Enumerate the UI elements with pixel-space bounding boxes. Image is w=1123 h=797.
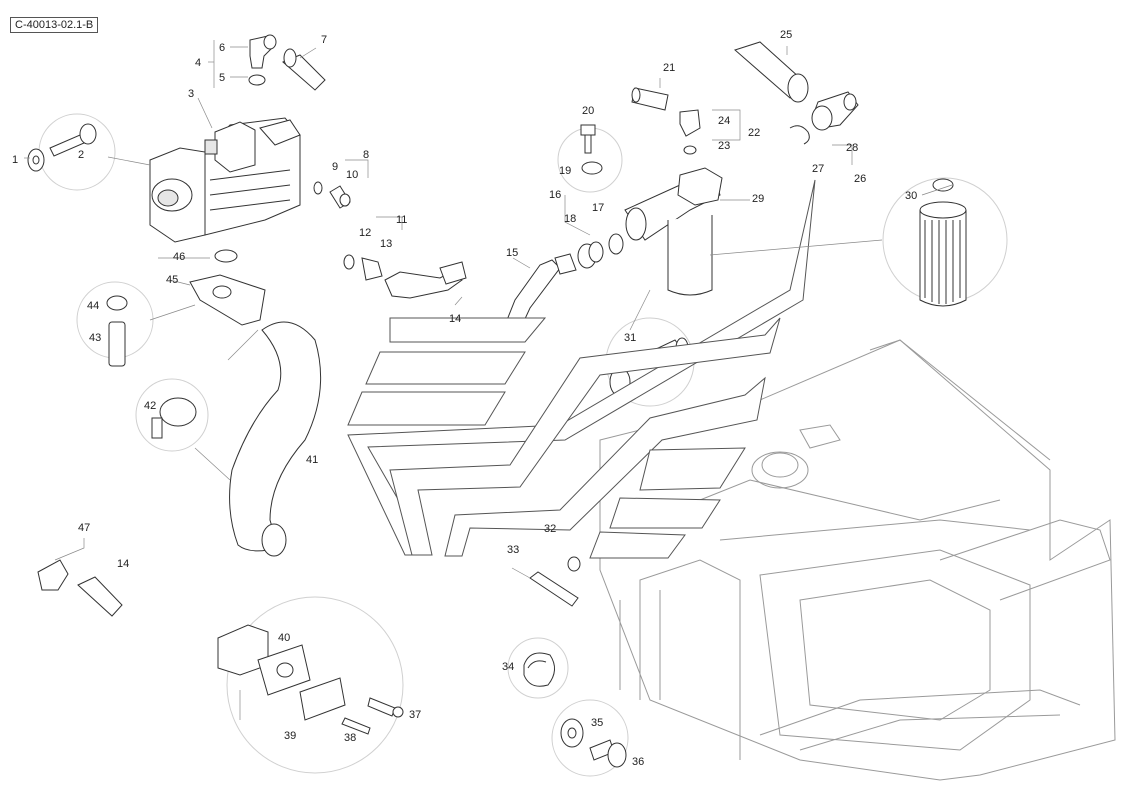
callout-19: 19 bbox=[559, 165, 571, 177]
callout-36: 36 bbox=[632, 756, 644, 768]
callout-21: 21 bbox=[663, 62, 675, 74]
callout-29: 29 bbox=[752, 193, 764, 205]
callout-28: 28 bbox=[846, 142, 858, 154]
detail-circle-1-2 bbox=[38, 113, 116, 191]
drawing-reference-code: C-40013-02.1-B bbox=[10, 17, 99, 33]
callout-18: 18 bbox=[564, 213, 576, 225]
callout-11: 11 bbox=[396, 214, 407, 226]
callout-47: 47 bbox=[78, 522, 90, 534]
fitting-5-6 bbox=[248, 34, 277, 86]
suction-hose-41 bbox=[229, 321, 322, 557]
callout-10: 10 bbox=[346, 169, 358, 181]
callout-8: 8 bbox=[363, 149, 369, 161]
callout-46: 46 bbox=[173, 251, 185, 263]
callout-22: 22 bbox=[748, 127, 760, 139]
callout-31: 31 bbox=[624, 332, 636, 344]
washer-1-bolt-2 bbox=[27, 123, 97, 172]
hydraulic-pump bbox=[149, 117, 301, 243]
washer-44-bolt-43 bbox=[106, 295, 128, 367]
detail-circle-42 bbox=[135, 378, 209, 452]
callout-27: 27 bbox=[812, 163, 824, 175]
callout-5: 5 bbox=[219, 72, 225, 84]
callout-13: 13 bbox=[380, 238, 392, 250]
hose-25 bbox=[734, 41, 809, 103]
fitting-26-28 bbox=[789, 91, 859, 145]
fitting-9-10 bbox=[313, 181, 351, 209]
parts-32-33-34 bbox=[507, 556, 581, 699]
callout-26: 26 bbox=[854, 173, 866, 185]
callout-41: 41 bbox=[306, 454, 318, 466]
hose-end-7 bbox=[282, 48, 326, 91]
callout-16: 16 bbox=[549, 189, 561, 201]
callout-14b: 14 bbox=[117, 558, 129, 570]
callout-25: 25 bbox=[780, 29, 792, 41]
callout-12: 12 bbox=[359, 227, 371, 239]
callout-3: 3 bbox=[188, 88, 194, 100]
callout-9: 9 bbox=[332, 161, 338, 173]
callout-15: 15 bbox=[506, 247, 518, 259]
callout-30: 30 bbox=[905, 190, 917, 202]
detail-circle-37-40 bbox=[226, 596, 404, 774]
callout-35: 35 bbox=[591, 717, 603, 729]
callout-7: 7 bbox=[321, 34, 327, 46]
fitting-21-24 bbox=[631, 87, 701, 155]
callout-42: 42 bbox=[144, 400, 156, 412]
callout-40: 40 bbox=[278, 632, 290, 644]
hose-15 bbox=[504, 253, 577, 335]
callout-24: 24 bbox=[718, 115, 730, 127]
bolt-20-washer-19 bbox=[580, 124, 603, 175]
callout-44: 44 bbox=[87, 300, 99, 312]
callout-14a: 14 bbox=[449, 313, 461, 325]
clamp-plate-37-40 bbox=[217, 624, 404, 735]
oring-fitting-hose-12-13-14 bbox=[343, 254, 467, 299]
filter-housing-29 bbox=[624, 167, 723, 296]
callout-17: 17 bbox=[592, 202, 604, 214]
callout-32: 32 bbox=[544, 523, 556, 535]
flange-45-oring-46 bbox=[189, 249, 266, 326]
washer-35-bolt-36 bbox=[560, 718, 627, 768]
fitting-47-hose-14 bbox=[37, 559, 123, 617]
callout-4: 4 bbox=[195, 57, 201, 69]
fitting-17-18 bbox=[577, 233, 624, 269]
callout-34: 34 bbox=[502, 661, 514, 673]
callout-1: 1 bbox=[12, 154, 18, 166]
callout-39: 39 bbox=[284, 730, 296, 742]
callout-20: 20 bbox=[582, 105, 594, 117]
hose-clamp-42 bbox=[151, 397, 197, 439]
callout-2: 2 bbox=[78, 149, 84, 161]
hydraulic-tank-frame bbox=[599, 339, 1116, 781]
callout-23: 23 bbox=[718, 140, 730, 152]
callout-37: 37 bbox=[409, 709, 421, 721]
leader-lines bbox=[24, 40, 953, 720]
callout-33: 33 bbox=[507, 544, 519, 556]
callout-38: 38 bbox=[344, 732, 356, 744]
pipe-bands bbox=[347, 179, 816, 559]
filter-element-30 bbox=[919, 178, 967, 307]
callout-6: 6 bbox=[219, 42, 225, 54]
callout-43: 43 bbox=[89, 332, 101, 344]
callout-45: 45 bbox=[166, 274, 178, 286]
callout-labels: 1 2 3 4 5 6 7 8 9 10 11 12 13 14 15 16 1… bbox=[12, 29, 917, 768]
detail-circle-35-36 bbox=[551, 699, 629, 777]
